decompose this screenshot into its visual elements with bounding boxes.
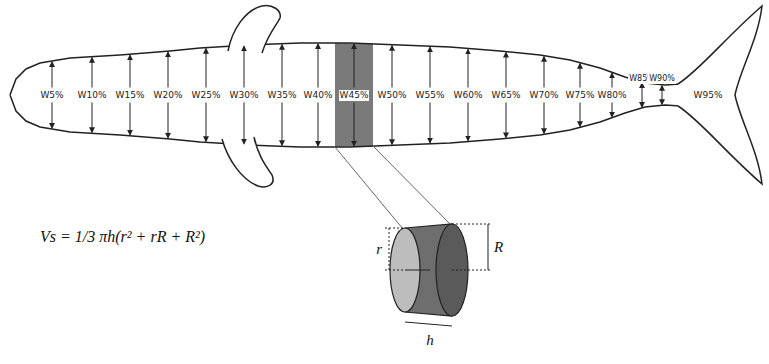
width-arrow: [544, 57, 545, 88]
volume-formula: Vs = 1/3 πh(r² + rR + R²): [40, 228, 205, 246]
width-arrow: [282, 103, 283, 146]
width-label: W70%: [529, 90, 560, 101]
width-label: W95%: [693, 90, 724, 101]
tail-fluke: [678, 6, 762, 184]
width-arrow: [662, 86, 663, 95]
width-label: W5%: [39, 90, 64, 101]
radius-label: R: [494, 239, 503, 256]
width-arrow: [430, 47, 431, 87]
width-arrow: [318, 44, 319, 88]
width-arrow: [244, 103, 245, 144]
width-arrow: [506, 103, 507, 138]
pectoral-fin-bottom: [222, 137, 273, 187]
width-label: W80%: [597, 90, 628, 101]
width-label: W25%: [191, 90, 222, 101]
leader-line: [335, 147, 403, 229]
width-arrow: [468, 103, 469, 141]
width-arrow: [642, 83, 643, 95]
width-arrow: [430, 103, 431, 143]
width-arrow: [206, 49, 207, 88]
width-label: W90%: [648, 73, 676, 84]
width-arrow: [168, 52, 169, 87]
width-label: W60%: [453, 90, 484, 101]
width-label: W45%: [339, 90, 370, 101]
dim-tick: [452, 270, 492, 271]
radius-label: r: [376, 241, 382, 258]
width-arrow: [612, 73, 613, 87]
width-arrow: [642, 95, 643, 107]
width-arrow: [354, 44, 355, 87]
width-arrow: [506, 53, 507, 88]
radius-R-line: [488, 224, 489, 270]
width-label: W20%: [153, 90, 184, 101]
width-label: W65%: [491, 90, 522, 101]
width-arrow: [206, 103, 207, 142]
width-arrow: [92, 103, 93, 133]
height-h-line: [405, 322, 452, 326]
body-segment: [335, 43, 373, 147]
width-arrow: [52, 62, 53, 88]
width-arrow: [168, 103, 169, 138]
axis-line: [405, 270, 430, 271]
width-label: W40%: [303, 90, 334, 101]
width-arrow: [52, 103, 53, 129]
width-arrow: [612, 103, 613, 117]
width-arrow: [318, 103, 319, 147]
width-label: W55%: [415, 90, 446, 101]
width-label: W15%: [115, 90, 146, 101]
width-arrow: [580, 64, 581, 88]
leader-line: [373, 146, 452, 226]
width-arrow: [662, 95, 663, 104]
width-arrow: [392, 103, 393, 145]
width-arrow: [544, 103, 545, 134]
width-arrow: [354, 103, 355, 146]
width-arrow: [244, 46, 245, 87]
dim-tick: [385, 228, 405, 229]
height-label: h: [426, 332, 434, 349]
width-arrow: [468, 49, 469, 87]
pectoral-fin-top: [228, 6, 280, 53]
width-arrow: [130, 103, 131, 135]
width-label: W75%: [565, 90, 596, 101]
width-arrow: [580, 103, 581, 127]
whale-outline: [10, 43, 680, 147]
width-label: W35%: [267, 90, 298, 101]
width-label: W10%: [77, 90, 108, 101]
width-arrow: [282, 45, 283, 88]
width-label: W30%: [229, 90, 260, 101]
width-arrow: [392, 46, 393, 88]
dim-tick: [385, 270, 405, 271]
radius-r-line: [389, 228, 390, 270]
width-arrow: [130, 55, 131, 87]
width-arrow: [92, 58, 93, 88]
dim-tick: [452, 224, 492, 225]
width-label: W50%: [377, 90, 408, 101]
